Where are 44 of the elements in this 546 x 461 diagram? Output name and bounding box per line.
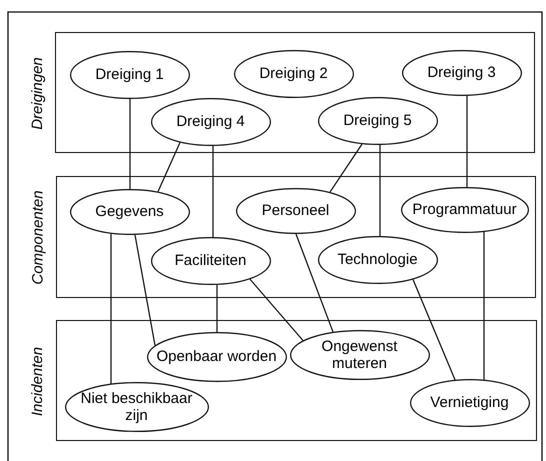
node-label: Dreiging 3 bbox=[426, 64, 497, 81]
ellipse-node bbox=[146, 332, 286, 382]
connector-line bbox=[379, 144, 381, 236]
node-label: Gegevens bbox=[94, 203, 165, 220]
node-label: Dreiging 1 bbox=[94, 66, 165, 83]
ellipse-node bbox=[410, 378, 530, 426]
ellipse-node bbox=[234, 50, 354, 98]
ellipse-node bbox=[150, 98, 270, 146]
ellipse-node bbox=[70, 50, 190, 98]
group-heading: Componenten bbox=[30, 190, 46, 285]
ellipse-node bbox=[318, 236, 438, 284]
connector-line bbox=[412, 279, 456, 380]
ellipse-node bbox=[236, 188, 356, 234]
ellipse-node bbox=[318, 96, 438, 144]
ellipse-node bbox=[400, 186, 528, 232]
ellipse-node bbox=[64, 382, 208, 432]
node-label: Technologie bbox=[336, 251, 419, 268]
node-label: Dreiging 4 bbox=[175, 113, 246, 130]
node-label: Programmatuur bbox=[411, 201, 518, 218]
connector-line bbox=[295, 234, 334, 332]
node-label: Niet beschikbaar zijn bbox=[80, 390, 194, 424]
ellipse-node bbox=[290, 330, 430, 380]
node-label: Faciliteiten bbox=[174, 252, 248, 269]
connector-line bbox=[212, 146, 214, 238]
connector-line bbox=[157, 142, 181, 192]
connector-line bbox=[216, 284, 218, 332]
node-label: Personeel bbox=[260, 202, 330, 219]
node-label: Dreiging 2 bbox=[258, 65, 329, 82]
connector-line bbox=[483, 232, 485, 380]
connector-line bbox=[110, 234, 112, 384]
node-label: Ongewenst muteren bbox=[320, 338, 398, 372]
node-label: Vernietiging bbox=[429, 394, 510, 411]
connector-line bbox=[466, 96, 468, 187]
ellipse-node bbox=[70, 188, 190, 234]
node-label: Dreiging 5 bbox=[342, 112, 413, 129]
ellipse-node bbox=[150, 236, 270, 284]
connector-line bbox=[134, 234, 156, 346]
group-heading: Dreigingen bbox=[28, 56, 46, 130]
connector-line bbox=[330, 144, 362, 192]
node-label: Openbaar worden bbox=[155, 348, 278, 365]
ellipse-node bbox=[402, 50, 522, 96]
connector-line bbox=[129, 99, 131, 189]
connector-line bbox=[250, 278, 304, 341]
group-heading: Incidenten bbox=[30, 346, 46, 416]
